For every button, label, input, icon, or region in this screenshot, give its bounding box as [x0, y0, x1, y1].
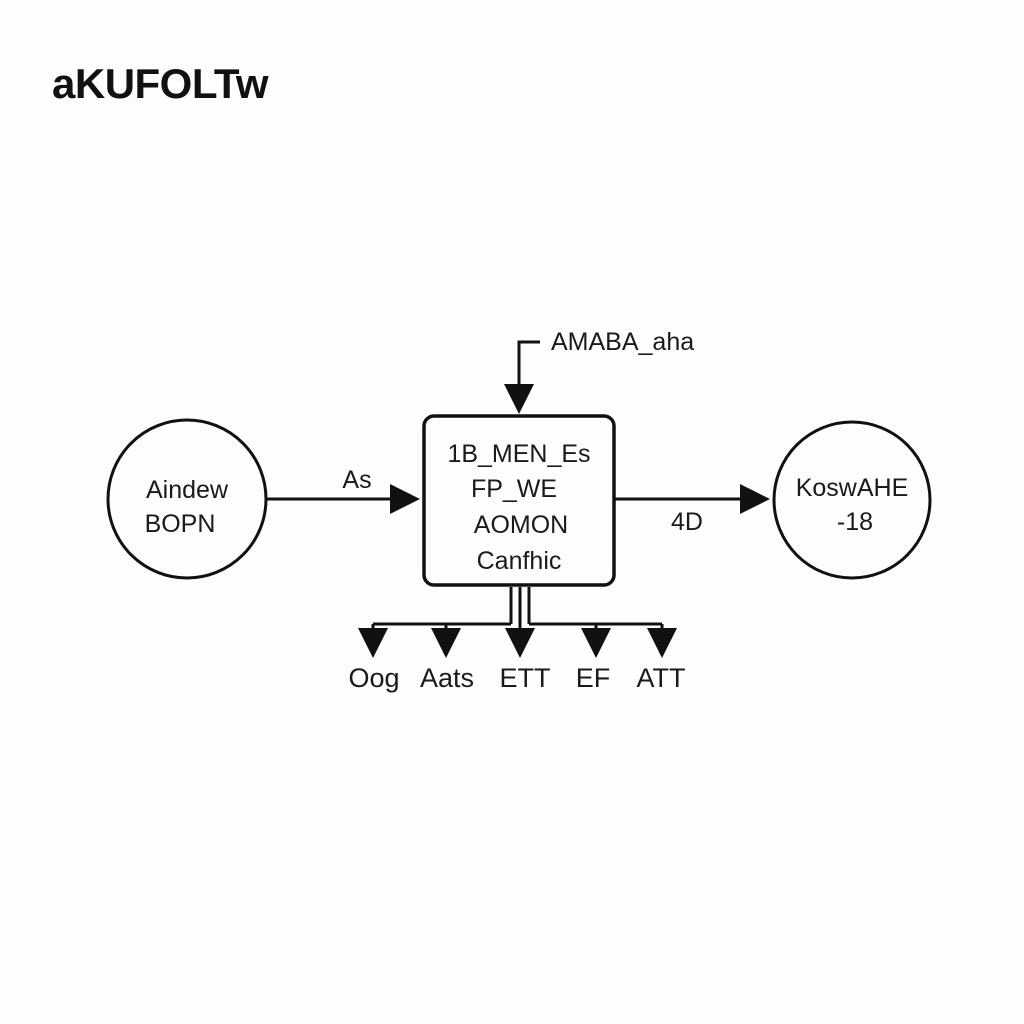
top-input: AMABA_aha	[504, 328, 694, 414]
process-label-line-1: 1B_MEN_Es	[447, 440, 590, 468]
output-branches	[358, 587, 677, 658]
output-label-2: Aats	[420, 663, 474, 693]
process-node: 1B_MEN_Es FP_WE AOMON Canfhic	[422, 414, 616, 587]
process-label-line-2: FP_WE	[471, 475, 557, 503]
output-label-3: ETT	[500, 663, 551, 693]
source-label-line-1: Aindew	[146, 476, 229, 504]
edge-label-process-to-sink: 4D	[671, 508, 703, 536]
sink-circle	[772, 420, 932, 580]
sink-label-line-2: -18	[837, 508, 873, 536]
sink-node: KoswAHE -18	[772, 420, 932, 580]
edge-process-to-sink: 4D	[614, 484, 770, 536]
process-label-line-3: AOMON	[474, 511, 568, 539]
output-label-5: ATT	[637, 663, 686, 693]
edge-label-source-to-process: As	[342, 466, 371, 494]
output-label-4: EF	[576, 663, 611, 693]
output-label-1: Oog	[348, 663, 399, 693]
diagram-title: aKUFOLTw	[52, 60, 269, 107]
output-labels: Oog Aats ETT EF ATT	[348, 663, 685, 693]
top-input-label: AMABA_aha	[551, 328, 694, 356]
sink-label-line-1: KoswAHE	[796, 474, 909, 502]
arrow-top-input	[504, 340, 540, 414]
source-node: Aindew BOPN	[106, 418, 268, 580]
source-label-line-2: BOPN	[145, 510, 216, 538]
edge-source-to-process: As	[266, 466, 420, 514]
process-label-line-4: Canfhic	[477, 547, 562, 575]
